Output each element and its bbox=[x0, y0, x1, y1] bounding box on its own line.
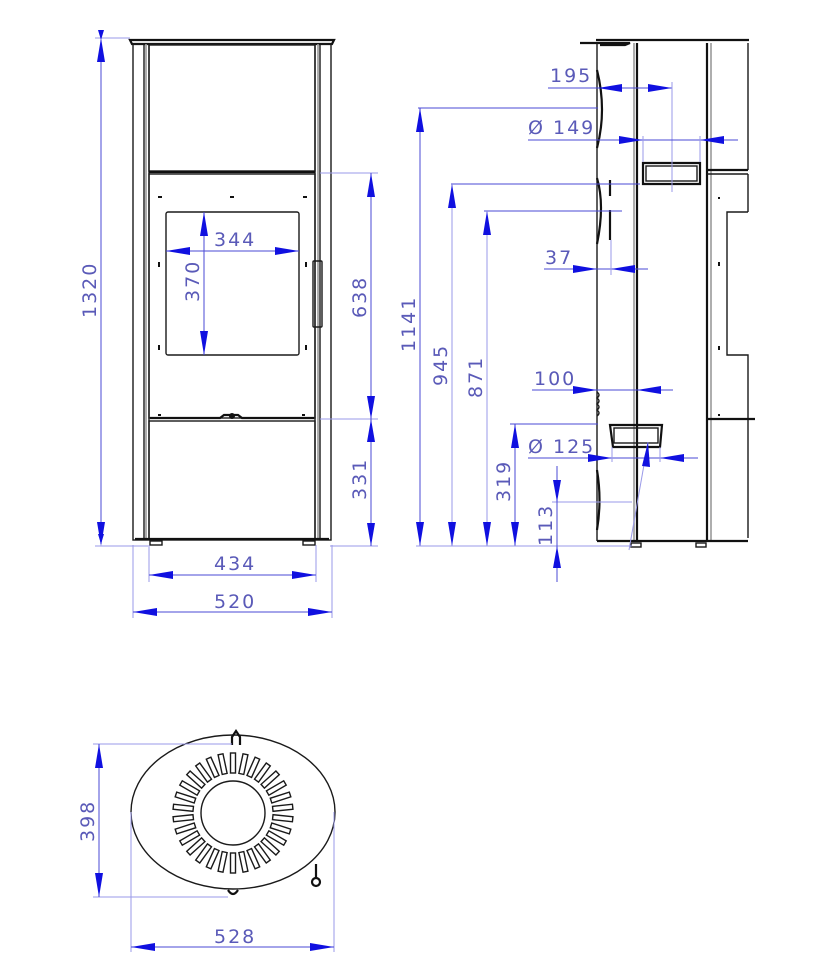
dim-depth: 398 bbox=[77, 800, 99, 842]
dim-total-width: 520 bbox=[214, 591, 256, 613]
upper-panel bbox=[148, 44, 316, 172]
dim-door-height: 638 bbox=[349, 276, 371, 318]
flue-collar bbox=[200, 780, 266, 846]
foot-right bbox=[302, 540, 316, 546]
dim-top-outlet-diameter: Ø 149 bbox=[528, 117, 595, 139]
dim-top-outlet-height: 1141 bbox=[398, 296, 420, 352]
door-handle bbox=[312, 260, 323, 328]
lever-knob[interactable] bbox=[310, 876, 322, 888]
lower-panel bbox=[148, 420, 316, 540]
glass-window bbox=[165, 211, 300, 356]
dim-total-height: 1320 bbox=[79, 262, 101, 318]
bottom-knob bbox=[227, 889, 239, 896]
dim-bottom-inlet-diameter: Ø 125 bbox=[528, 436, 595, 458]
dim-width: 528 bbox=[214, 926, 256, 948]
dim-air-inlet-height: 871 bbox=[465, 356, 487, 398]
dim-air-inlet-depth: 37 bbox=[545, 247, 573, 269]
dim-rear-outlet-depth: 100 bbox=[534, 368, 576, 390]
dim-base-height: 331 bbox=[349, 458, 371, 500]
vent-slots bbox=[172, 752, 294, 874]
foot-left bbox=[149, 540, 163, 546]
dim-rear-outlet-height: 945 bbox=[430, 344, 452, 386]
dim-window-height: 370 bbox=[182, 260, 204, 302]
top-handle bbox=[230, 729, 242, 745]
top-flue-outlet bbox=[641, 161, 702, 186]
dim-window-width: 344 bbox=[214, 229, 256, 251]
dim-bottom-inlet-height: 319 bbox=[493, 460, 515, 502]
door bbox=[148, 173, 316, 419]
dim-bottom-clearance: 113 bbox=[535, 504, 557, 546]
top-view: 398 528 bbox=[77, 729, 336, 952]
top-plate bbox=[128, 38, 336, 46]
front-view: 1320 638 331 344 370 434 520 bbox=[79, 30, 378, 618]
dim-top-outlet-offset: 195 bbox=[550, 65, 592, 87]
outer-body bbox=[132, 43, 332, 541]
side-view: 195 Ø 149 1141 945 871 37 100 bbox=[398, 38, 755, 582]
top-plate-outline bbox=[130, 734, 336, 890]
dim-inner-width: 434 bbox=[214, 553, 256, 575]
